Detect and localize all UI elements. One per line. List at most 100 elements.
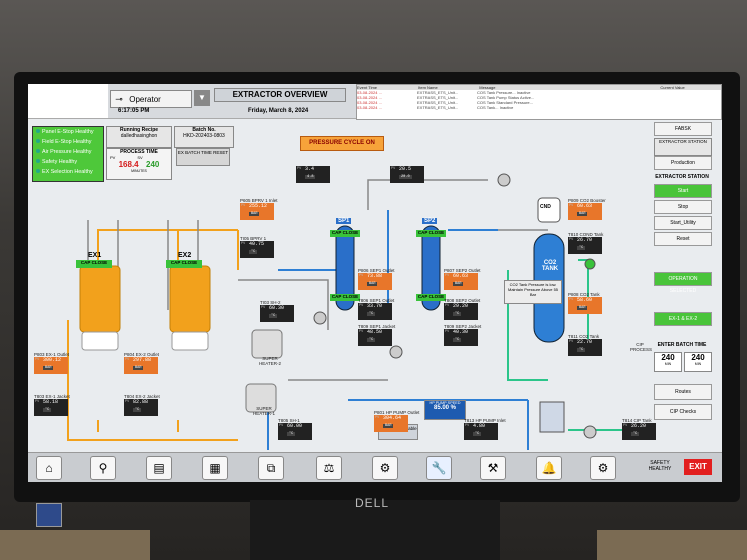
start-button[interactable]: Start bbox=[654, 184, 712, 198]
instrument-pv: 58.18 bbox=[43, 399, 59, 405]
wrench-icon[interactable]: 🔧 bbox=[426, 456, 452, 480]
alarm-cell: 03-08-2024 ... bbox=[357, 95, 382, 100]
batch-time-pv-unit: MIN bbox=[664, 362, 672, 366]
pressure-cycle-indicator: PRESSURE CYCLE ON bbox=[300, 136, 384, 151]
top-bar: ⊸ Operator ▼ EXTRACTOR OVERVIEW 6:17:05 … bbox=[28, 84, 722, 120]
super-heater-1-label: SUPER HEATER-1 bbox=[253, 406, 275, 416]
start-utility-button[interactable]: Start_Utility bbox=[654, 216, 712, 230]
alarm-col-message: Message bbox=[479, 85, 496, 90]
chart-icon[interactable]: ⚖ bbox=[316, 456, 342, 480]
instrument-pv: 58.60 bbox=[577, 297, 593, 303]
ex-select-button[interactable]: EX-1 & EX-2 bbox=[654, 312, 712, 326]
recipe-value: dalledhasinghon bbox=[120, 133, 158, 139]
status-safety: Safety Healthy bbox=[33, 157, 103, 167]
network-icon[interactable]: ⧉ bbox=[258, 456, 284, 480]
status-label: Safety Healthy bbox=[42, 159, 78, 165]
grid-icon[interactable]: ▦ bbox=[202, 456, 228, 480]
co2-low-pressure-note: CO2 Tank Pressure is low. Maintain Press… bbox=[504, 280, 562, 304]
pv-label: PV bbox=[241, 242, 246, 246]
process-time-unit: MINUTES bbox=[131, 169, 147, 173]
instrument-unit: °C bbox=[453, 338, 462, 342]
ex2-label: EX2 bbox=[178, 252, 192, 259]
settings-icon[interactable]: ⚙ bbox=[590, 456, 616, 480]
instrument-tag: P806 SEP1 Outlet bbox=[358, 268, 395, 273]
instrument-pv: 300.12 bbox=[43, 357, 62, 363]
pipe-orange bbox=[67, 320, 238, 441]
routes-button[interactable]: Routes bbox=[654, 384, 712, 400]
gears-icon[interactable]: ⚙ bbox=[372, 456, 398, 480]
instrument-tag: T811 CO2 Tank bbox=[568, 334, 600, 339]
right-control-panel: FABSK EXTRACTOR STATION Production EXTRA… bbox=[650, 122, 720, 452]
batch-reset-button[interactable]: EX BATCH TIME RESET bbox=[176, 148, 230, 166]
status-label: Air Pressure Healthy bbox=[42, 149, 92, 155]
pv-label: PV bbox=[465, 424, 470, 428]
alarm-row[interactable]: 03-08-2024 ...EXTRASS_ETS_Unit...COS Tan… bbox=[357, 100, 721, 105]
instrument-pv: 40.75 bbox=[249, 241, 265, 247]
alarm-row[interactable]: 03-08-2024 ...EXTRASS_ETS_Unit...COS Tan… bbox=[357, 95, 721, 100]
process-time-sv[interactable]: 240 bbox=[146, 160, 160, 169]
cip-process-label: CIP PROCESS bbox=[630, 342, 653, 352]
dell-logo: DELL bbox=[355, 496, 390, 510]
batch-reset-label: EX BATCH TIME RESET bbox=[177, 150, 229, 155]
instrument-pv: 40.30 bbox=[453, 329, 469, 335]
pv-label: PV bbox=[445, 330, 450, 334]
process-time-pv: 168.4 bbox=[118, 160, 139, 169]
operation-selected-indicator: OPERATION SELECTED bbox=[654, 272, 712, 294]
instrument-tag: P605 BPRV 1 Inlet bbox=[240, 198, 278, 203]
bell-icon[interactable]: ⚒ bbox=[480, 456, 506, 480]
chevron-down-icon[interactable]: ▼ bbox=[194, 90, 210, 106]
instrument-unit: BAR bbox=[133, 366, 144, 370]
pv-label: PV bbox=[569, 204, 574, 208]
instrument-pv: 22.70 bbox=[577, 339, 593, 345]
tap-icon[interactable]: ⚲ bbox=[90, 456, 116, 480]
exit-button[interactable]: EXIT bbox=[684, 459, 712, 475]
alarm-icon[interactable]: 🔔 bbox=[536, 456, 562, 480]
production-button[interactable]: Production bbox=[654, 156, 712, 170]
extractor-station-title: EXTRACTOR STATION bbox=[659, 139, 707, 144]
instrument-tag: TI05 BPRV 1 bbox=[240, 236, 267, 241]
alarm-cell: COS Tank... Inactive bbox=[477, 105, 514, 110]
cnd-label: CND bbox=[540, 204, 551, 210]
bprv2-sv[interactable]: 4.8 bbox=[305, 175, 316, 179]
alarm-cell: 03-08-2024 ... bbox=[357, 105, 382, 110]
instrument-unit: BAR bbox=[577, 306, 588, 310]
hp-pump-speed[interactable]: HP PUMP SPEED 85.00 % bbox=[424, 400, 466, 420]
pump bbox=[389, 345, 403, 359]
batch-time-sv-value: 240 bbox=[691, 353, 705, 362]
pump-running bbox=[584, 258, 596, 270]
alarm-table[interactable]: Event Time Item Name Message Current Val… bbox=[356, 84, 722, 120]
home-icon[interactable]: ⌂ bbox=[36, 456, 62, 480]
reset-button[interactable]: Reset bbox=[654, 232, 712, 246]
alarm-row[interactable]: 03-08-2024 ...EXTRASS_ETS_Unit...COS Tan… bbox=[357, 105, 721, 110]
document-icon[interactable]: ▤ bbox=[146, 456, 172, 480]
safety-healthy-label: SAFETY HEALTHY bbox=[648, 460, 672, 472]
instrument-tag: P801 HP PUMP Outlet bbox=[374, 410, 420, 415]
instrument-pv: 304.64 bbox=[383, 415, 402, 421]
sv-label: SV bbox=[137, 155, 143, 160]
instrument-tag: T813 HP PUMP Inlet bbox=[464, 418, 506, 423]
cip-checks-button[interactable]: CIP Checks bbox=[654, 404, 712, 420]
operator-box[interactable]: ⊸ Operator bbox=[110, 90, 192, 108]
instrument-unit: °C bbox=[43, 408, 52, 412]
pv-label: PV bbox=[110, 155, 116, 160]
fabsk-button[interactable]: FABSK bbox=[654, 122, 712, 136]
ex2-cap-status: CAP CLOSE bbox=[166, 260, 202, 268]
alarm-row[interactable]: 03-08-2024 ...EXTRASS_ETS_Unit...COS Tan… bbox=[357, 90, 721, 95]
bprv3-sv[interactable]: 20.0 bbox=[399, 175, 412, 179]
sp1-cap-top: CAP CLOSE bbox=[330, 230, 360, 237]
stop-button[interactable]: Stop bbox=[654, 200, 712, 214]
instrument-tag: T810 COND Tank bbox=[568, 232, 604, 237]
